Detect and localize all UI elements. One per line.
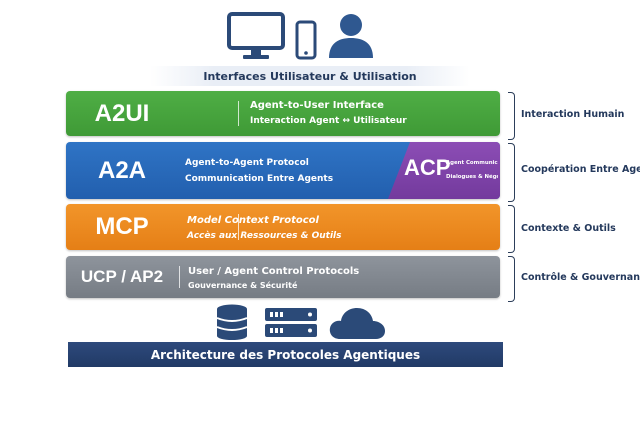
database-icon [216,304,248,340]
smartphone-icon [295,20,317,60]
layer-a2a-abbr: A2A [97,156,146,184]
footer-title: Architecture des Protocoles Agentiques [150,347,421,362]
layer-a2a-subtitle: Communication Entre Agents [185,174,334,184]
cloud-icon [329,308,385,339]
layer-divider [238,101,239,126]
layer-a2ui-abbr: A2UI [94,99,150,127]
header-title: Interfaces Utilisateur & Utilisation [203,69,417,83]
layer-ucp-subtitle: Gouvernance & Sécurité [188,281,298,290]
layer-a2ui-title: Agent-to-User Interface [250,100,384,111]
layer-ucp: UCP / AP2 User / Agent Control Protocols… [66,256,500,298]
user-icon [329,14,373,58]
side-label-cooperation: Coopération Entre Agents [521,164,640,175]
layer-mcp: MCP Model Context Protocol Accès aux Res… [66,204,500,250]
bracket-cooperation [508,143,515,202]
layer-acp-subtitle: Dialogues & Négociation [446,174,498,180]
server-icon [265,308,317,337]
layer-mcp-title: Model Context Protocol [187,215,319,226]
layer-divider [179,266,180,288]
side-label-context: Contexte & Outils [521,223,616,234]
page-header: Interfaces Utilisateur & Utilisation [150,66,470,86]
bracket-context [508,205,515,253]
layer-a2a: A2A Agent-to-Agent Protocol Communicatio… [66,142,500,199]
bracket-control [508,256,515,302]
bracket-human [508,92,515,140]
layer-ucp-title: User / Agent Control Protocols [188,266,360,277]
layer-mcp-abbr: MCP [95,213,149,240]
layer-acp: ACP [388,142,500,199]
layer-a2ui: A2UI Agent-to-User Interface Interaction… [66,91,500,136]
layer-ucp-abbr: UCP / AP2 [80,267,164,286]
layer-a2a-title: Agent-to-Agent Protocol [185,158,309,168]
layer-mcp-subtitle: Accès aux Ressources & Outils [187,231,342,241]
side-label-human: Interaction Humain [521,109,625,120]
layer-acp-title: Agent Communication Protocol [446,160,498,166]
monitor-icon [227,12,285,59]
footer-bar: Architecture des Protocoles Agentiques [68,342,503,367]
layer-a2ui-subtitle: Interaction Agent ↔ Utilisateur [250,116,407,126]
side-label-control: Contrôle & Gouvernance [521,272,640,283]
layer-acp-abbr: ACP [404,155,451,180]
layer-divider [238,214,239,240]
